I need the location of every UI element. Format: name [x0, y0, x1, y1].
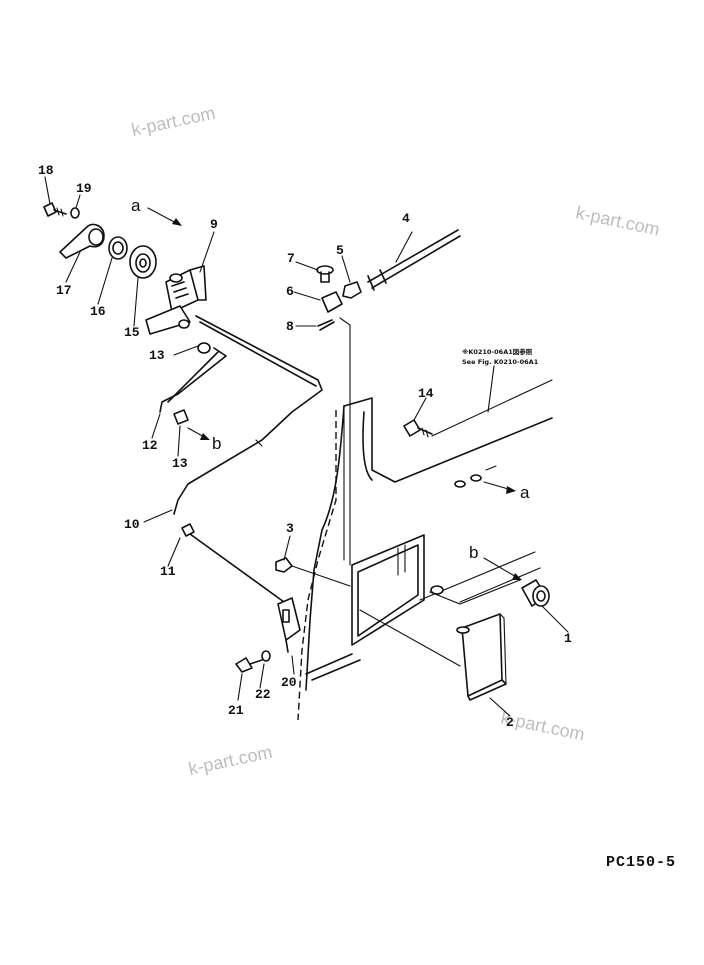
callout-17: 17	[56, 283, 72, 298]
part-21-bolt	[235, 657, 263, 673]
rod-end-right	[454, 465, 497, 488]
part-14-bolt	[403, 419, 433, 438]
callout-12: 12	[142, 438, 158, 453]
callout-18: 18	[38, 163, 54, 178]
cable-to-switch	[189, 533, 285, 603]
callout-3: 3	[286, 521, 294, 536]
callout-13-top: 13	[149, 348, 165, 363]
callout-2: 2	[506, 715, 514, 730]
callout-labels: 18 19 17 16 15 9 13 12 13 10 11 3 20 21 …	[38, 163, 572, 730]
part-1-lock	[521, 579, 550, 607]
part-15-disc	[129, 245, 157, 279]
callout-9: 9	[210, 217, 218, 232]
ref-line-a	[431, 379, 553, 437]
callout-19: 19	[76, 181, 92, 196]
part-17-lever	[59, 223, 105, 259]
part-13-clip-top	[197, 342, 211, 354]
part-16-washer	[108, 236, 128, 260]
callout-14: 14	[418, 386, 434, 401]
watermark-top-right: k-part.com	[574, 202, 661, 239]
callout-13-mid: 13	[172, 456, 188, 471]
part-20-switch	[277, 597, 301, 653]
watermark-bottom-left: k-part.com	[187, 742, 274, 779]
part-19-washer	[70, 207, 80, 219]
part-11-clip	[181, 523, 195, 537]
callout-10: 10	[124, 517, 140, 532]
callout-16: 16	[90, 304, 106, 319]
callout-7: 7	[287, 251, 295, 266]
callout-8: 8	[286, 319, 294, 334]
connector-b-right: b	[469, 543, 478, 562]
connector-a-right: a	[520, 483, 530, 502]
cable-4-assembly	[339, 229, 461, 411]
part-8-cotter	[317, 319, 335, 331]
part-9-bracket	[145, 265, 207, 335]
part-5-nut	[342, 281, 362, 299]
leader-lines	[44, 176, 569, 717]
reference-note-en: See Fig. K0210-06A1	[462, 358, 539, 366]
part-2-panel	[456, 613, 507, 701]
connector-a-top: a	[131, 196, 141, 215]
callout-5: 5	[336, 243, 344, 258]
leader-3-to-door	[291, 565, 351, 587]
callout-6: 6	[286, 284, 294, 299]
connector-letters: a b a b	[131, 196, 530, 562]
reference-note-jp: ※K0210-06A1図参照	[462, 347, 533, 356]
part-22-washer	[261, 650, 271, 662]
callout-20: 20	[281, 675, 297, 690]
rod-to-lock	[429, 579, 521, 605]
part-7-pin	[316, 265, 334, 283]
cable-12	[159, 315, 323, 515]
connector-b-mid: b	[212, 434, 221, 453]
rod-end	[430, 585, 444, 595]
cab-frame	[297, 397, 553, 721]
part-13-clip-mid	[173, 409, 189, 425]
watermark-top-left: k-part.com	[130, 103, 217, 140]
leader-2-to-frame	[359, 609, 461, 667]
callout-21: 21	[228, 703, 244, 718]
callout-22: 22	[255, 687, 271, 702]
part-6-block	[321, 291, 343, 313]
callout-1: 1	[564, 631, 572, 646]
callout-15: 15	[124, 325, 140, 340]
callout-4: 4	[402, 211, 410, 226]
part-18-bolt	[43, 202, 67, 217]
model-code: PC150-5	[606, 854, 676, 871]
callout-11: 11	[160, 564, 176, 579]
